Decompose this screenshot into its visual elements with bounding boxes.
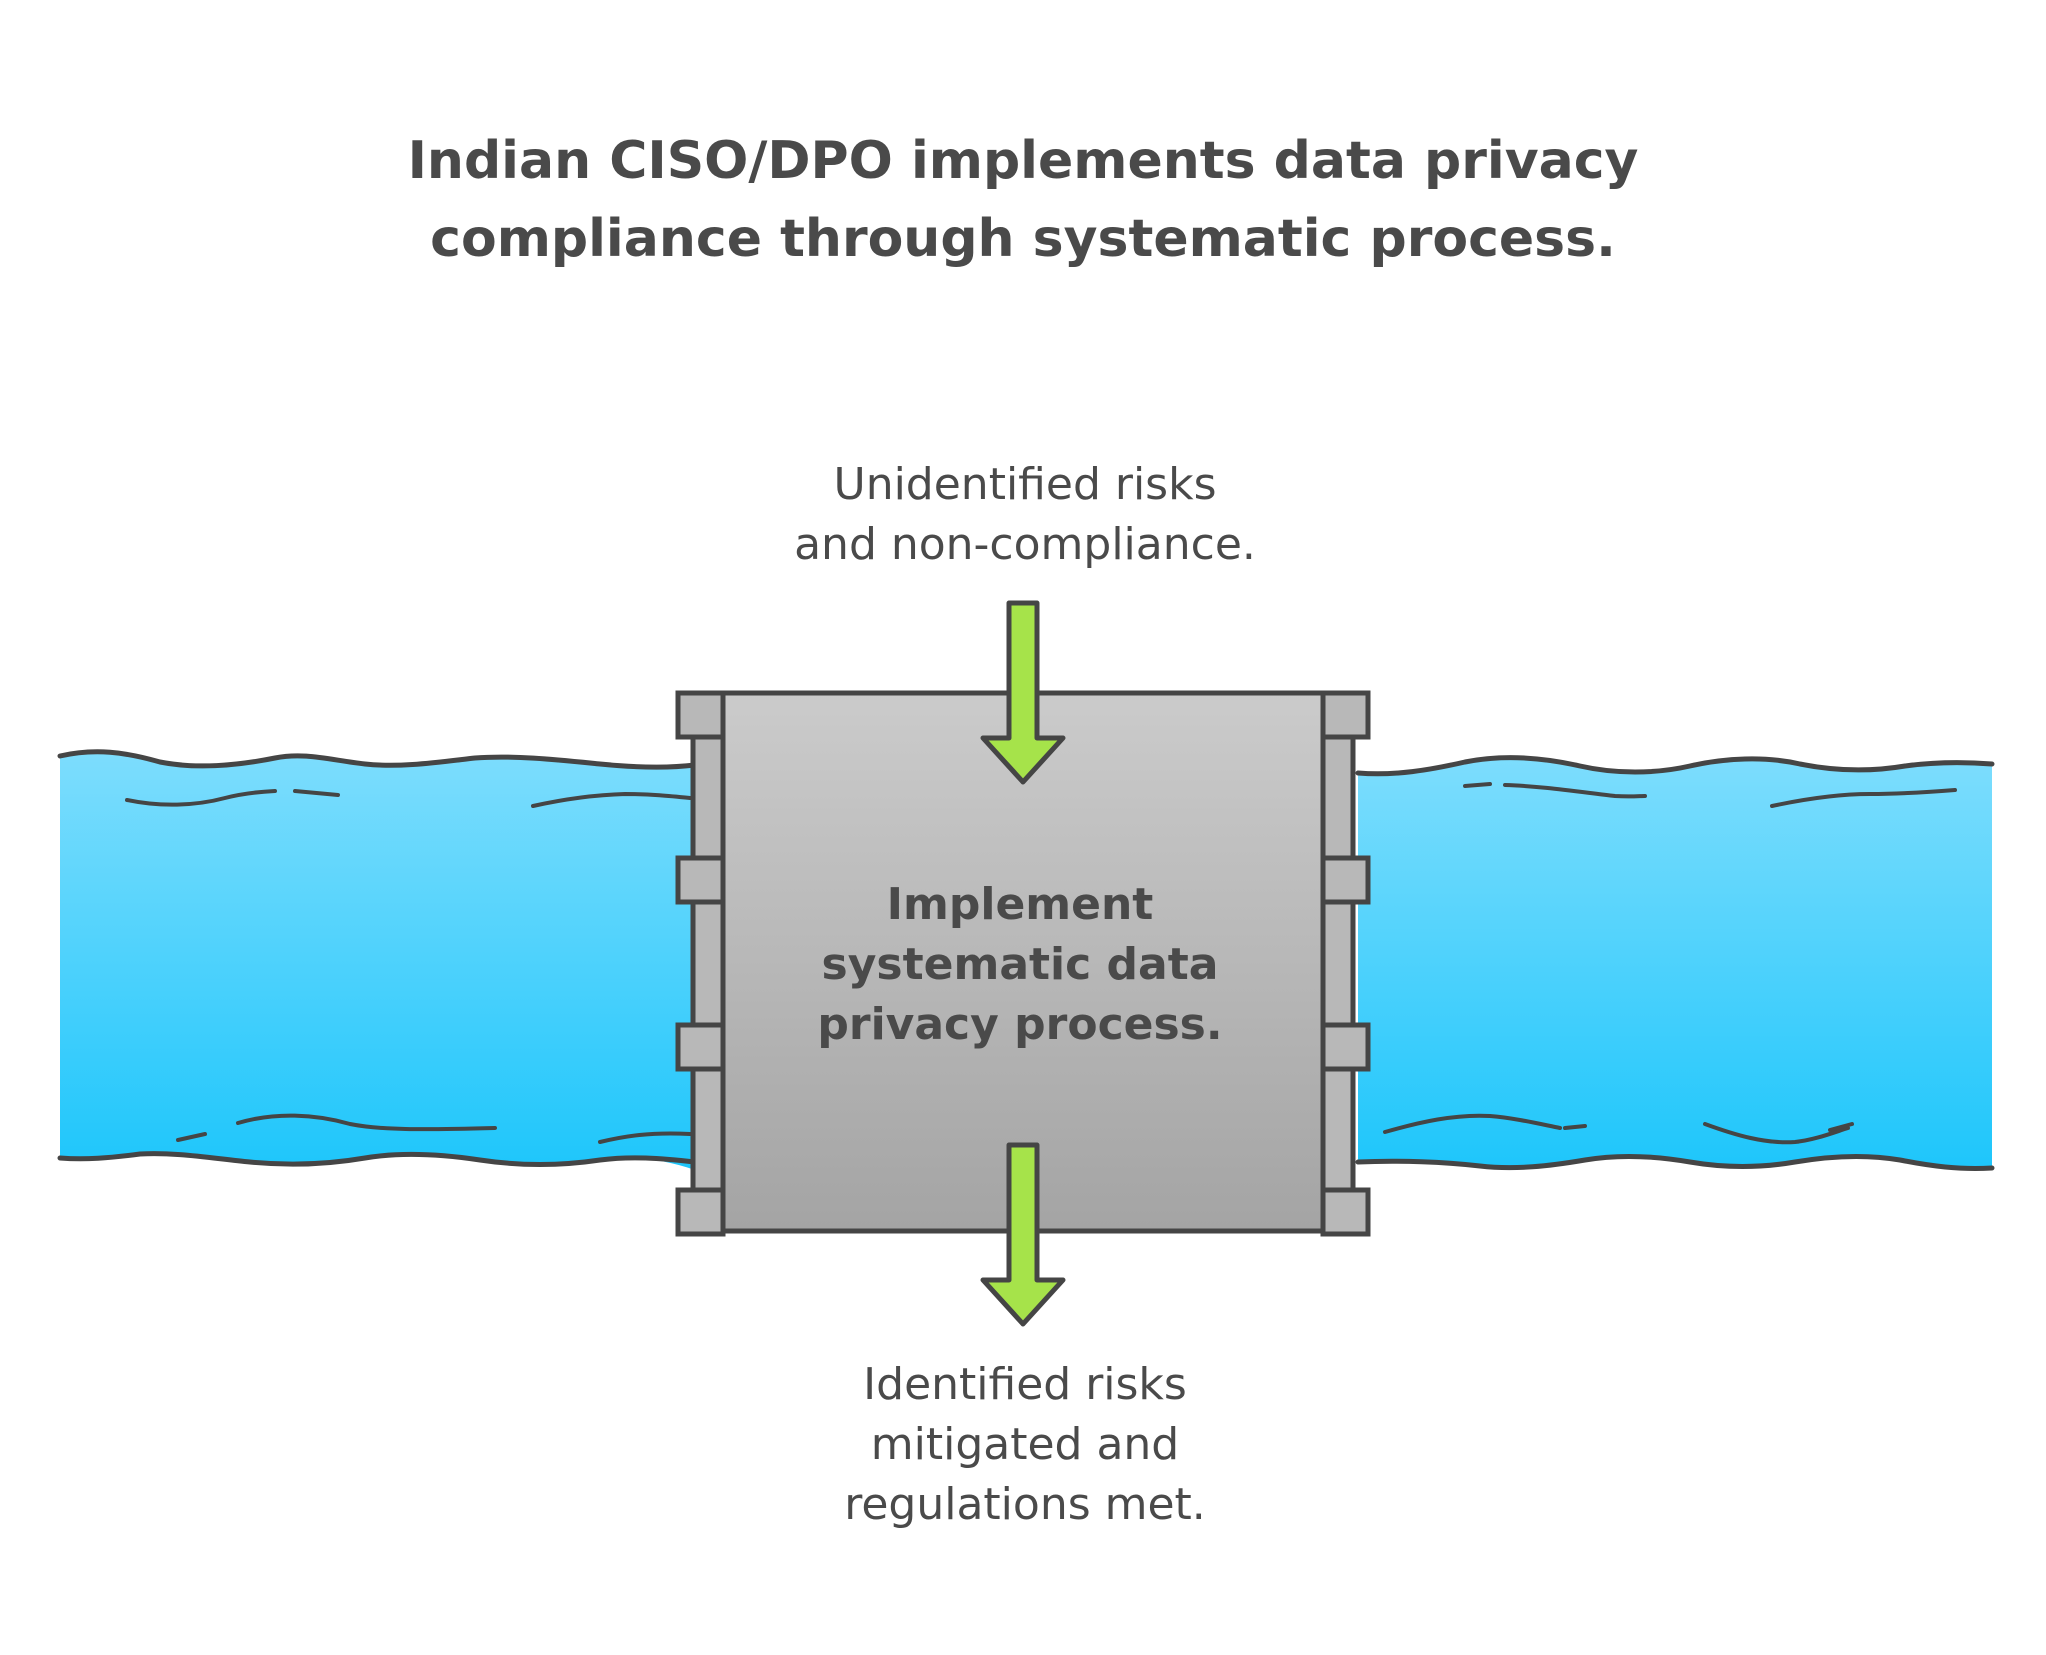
- output-label-line-1: Identified risks: [863, 1359, 1187, 1410]
- left-water-bottom-edge: [57, 1151, 698, 1167]
- dam-right-tab-4: [1320, 1187, 1371, 1237]
- right-ripple-7: [1828, 1122, 1854, 1132]
- right-ripple-4: [1383, 1113, 1562, 1134]
- title-line-1: Indian CISO/DPO implements data privacy: [407, 131, 1639, 191]
- right-ripple-6: [1703, 1122, 1850, 1145]
- dam-left-tab-3: [675, 1022, 726, 1072]
- dam-right-tab-1: [1320, 690, 1371, 740]
- input-label-line-2: and non-compliance.: [794, 519, 1256, 570]
- right-ripple-2: [1503, 783, 1647, 799]
- process-label-line-2: systematic data: [821, 939, 1219, 990]
- output-label: Identified risks mitigated and regulatio…: [725, 1355, 1325, 1535]
- output-label-line-3: regulations met.: [844, 1479, 1206, 1530]
- dam-left-post: [690, 690, 726, 1234]
- right-water-top-edge: [1355, 755, 1995, 777]
- right-ripple-3: [1770, 788, 1957, 808]
- left-ripple-6: [598, 1131, 692, 1144]
- input-label-line-1: Unidentified risks: [833, 459, 1217, 510]
- left-ripple-4: [176, 1132, 207, 1142]
- dam-right-tab-3: [1320, 1022, 1371, 1072]
- dam-left-tab-2: [675, 855, 726, 905]
- input-arrow-icon: [980, 600, 1066, 785]
- process-label-line-3: privacy process.: [817, 999, 1223, 1050]
- left-ripple-2: [293, 789, 340, 797]
- output-arrow-icon: [980, 1142, 1066, 1327]
- dam-right-tab-2: [1320, 855, 1371, 905]
- right-ripple-5: [1563, 1124, 1587, 1130]
- input-label: Unidentified risks and non-compliance.: [725, 455, 1325, 575]
- diagram-title: Indian CISO/DPO implements data privacy …: [223, 122, 1823, 278]
- right-water: [1355, 755, 1995, 1172]
- left-water-top-edge: [57, 749, 698, 770]
- dam-right-post: [1320, 690, 1356, 1234]
- dam-left-tab-1: [675, 690, 726, 740]
- left-water-fill: [60, 751, 695, 1170]
- left-water: [57, 749, 698, 1170]
- output-label-line-2: mitigated and: [870, 1419, 1180, 1470]
- left-ripple-1: [125, 789, 277, 807]
- left-ripple-3: [531, 791, 692, 808]
- dam-left-tab-4: [675, 1187, 726, 1237]
- right-ripple-1: [1463, 782, 1492, 788]
- left-ripple-5: [236, 1113, 497, 1132]
- right-water-fill: [1358, 757, 1992, 1169]
- title-line-2: compliance through systematic process.: [430, 209, 1616, 269]
- process-label-line-1: Implement: [886, 879, 1154, 930]
- process-label: Implement systematic data privacy proces…: [770, 875, 1270, 1055]
- right-water-bottom-edge: [1355, 1153, 1995, 1172]
